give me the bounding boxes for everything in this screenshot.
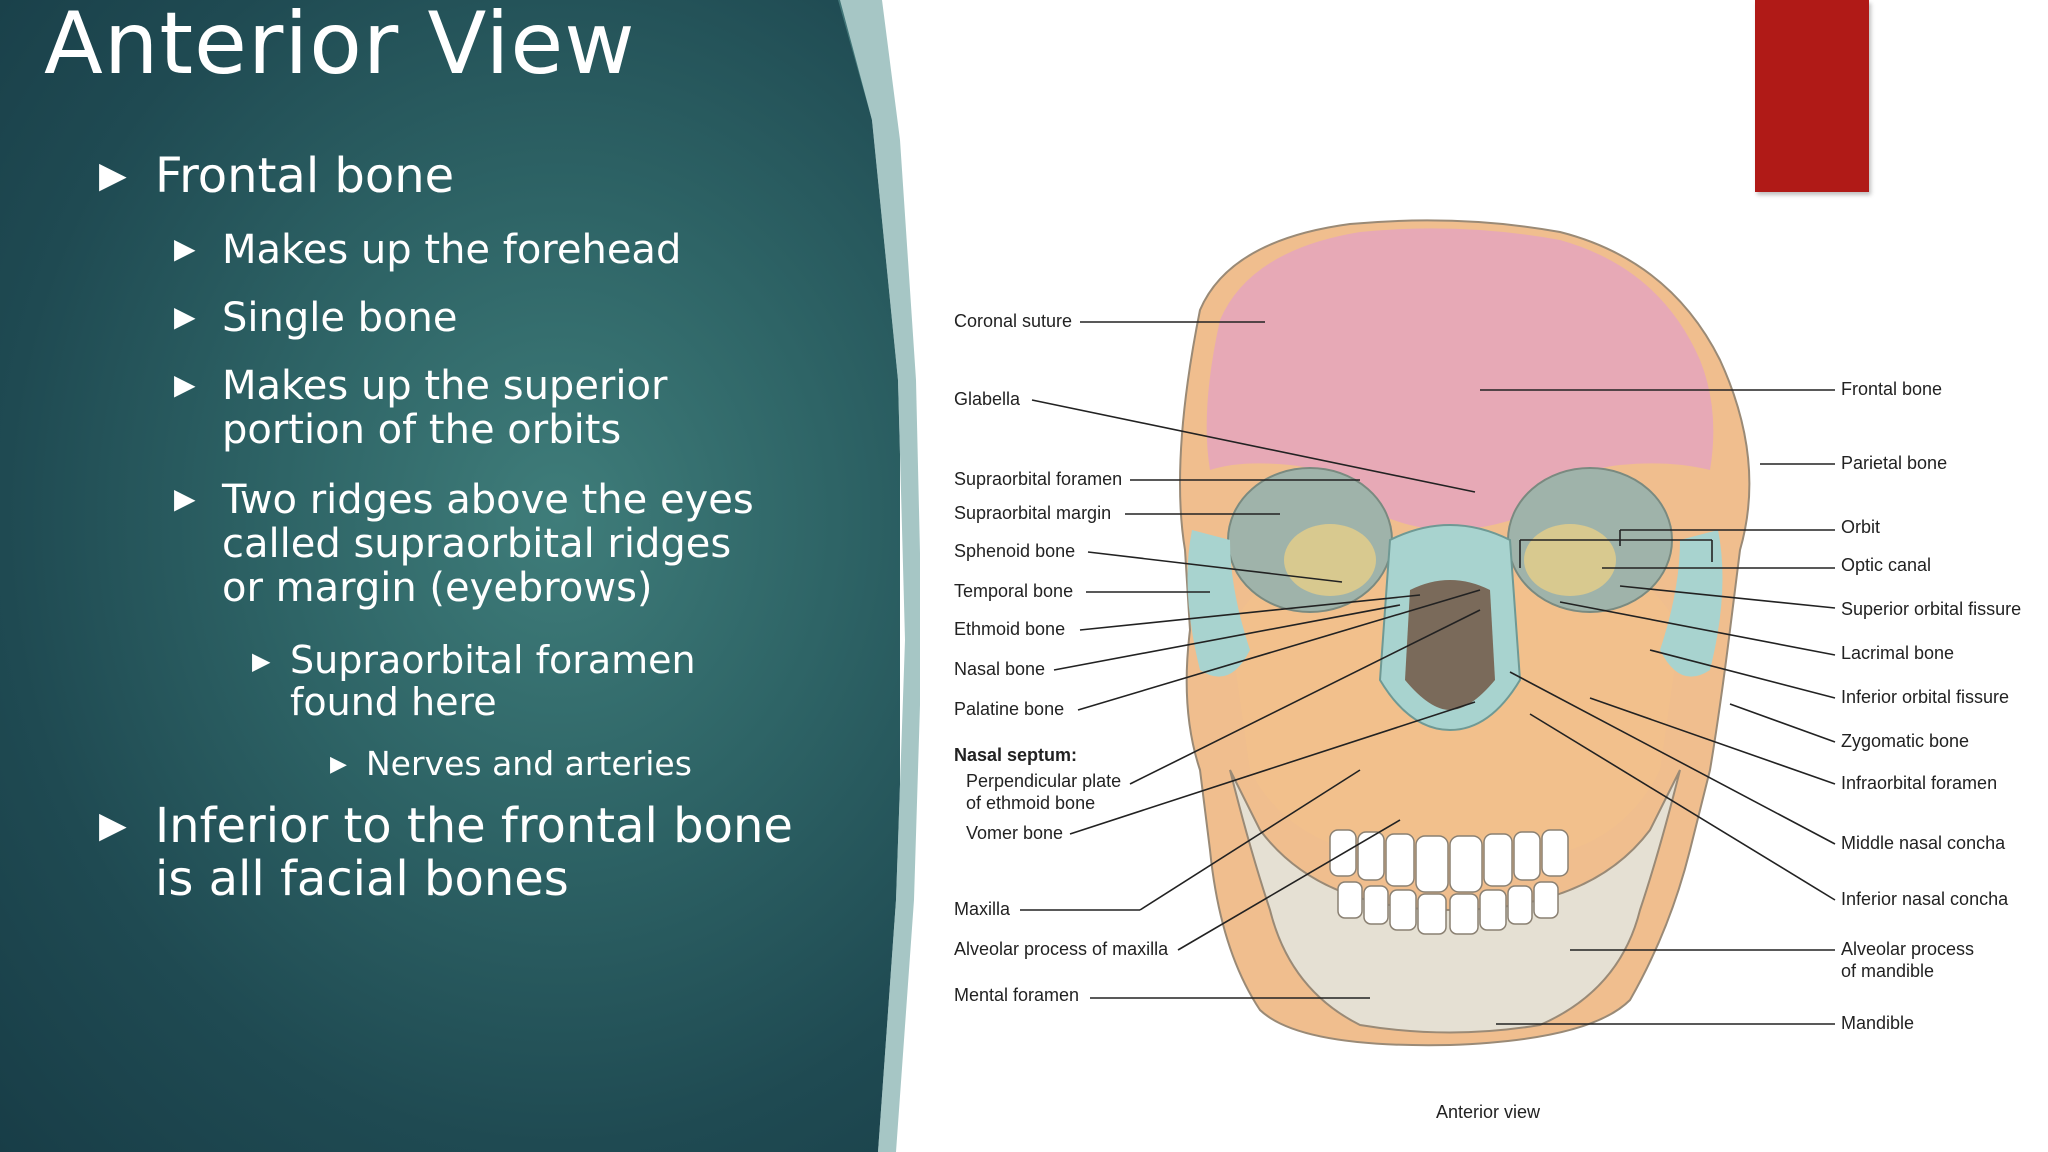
slide-title: Anterior View bbox=[44, 0, 636, 94]
bullet-text: Makes up the superior portion of the orb… bbox=[222, 363, 668, 453]
label-orbit: Orbit bbox=[1841, 517, 1881, 537]
right-zygomatic bbox=[1187, 530, 1250, 677]
figure-caption: Anterior view bbox=[1436, 1102, 1541, 1122]
teeth bbox=[1329, 829, 1569, 935]
label-nasal-septum: Nasal septum: bbox=[954, 745, 1078, 765]
leader-lines bbox=[1020, 321, 1836, 1025]
triangle-right-icon: ▶ bbox=[174, 482, 196, 515]
left-orbit-sphenoid bbox=[1524, 524, 1616, 596]
label-perpendicular-plate: Perpendicular plate bbox=[966, 771, 1122, 791]
bullet-nerves-arteries: ▶ Nerves and arteries bbox=[330, 744, 786, 783]
label-parietal-bone: Parietal bone bbox=[1841, 453, 1948, 473]
bullet-superior-orbits: ▶ Makes up the superior portion of the o… bbox=[174, 363, 692, 453]
label-inferior-nasal-concha: Inferior nasal concha bbox=[1841, 889, 2009, 909]
skull-illustration bbox=[1020, 219, 1836, 1047]
bullet-text: Two ridges above the eyes called supraor… bbox=[222, 477, 754, 611]
triangle-right-icon: ▶ bbox=[174, 232, 196, 265]
label-nasal-bone: Nasal bone bbox=[954, 659, 1046, 679]
label-middle-nasal-concha: Middle nasal concha bbox=[1841, 833, 2006, 853]
bullet-text: Frontal bone bbox=[155, 148, 455, 204]
triangle-right-icon: ▶ bbox=[174, 300, 196, 333]
accent-rectangle bbox=[1755, 0, 1869, 192]
label-palatine-bone: Palatine bone bbox=[954, 699, 1065, 719]
label-alveolar-process-mandible: Alveolar process bbox=[1841, 939, 1975, 959]
label-zygomatic-bone: Zygomatic bone bbox=[1841, 731, 1970, 751]
nasal-opening bbox=[1405, 580, 1495, 710]
label-supraorbital-margin: Supraorbital margin bbox=[954, 503, 1112, 523]
label-vomer-bone: Vomer bone bbox=[966, 823, 1064, 843]
right-orbit-sphenoid bbox=[1284, 524, 1376, 596]
triangle-right-icon: ▶ bbox=[330, 752, 347, 777]
label-superior-orbital-fissure: Superior orbital fissure bbox=[1841, 599, 2022, 619]
label-optic-canal: Optic canal bbox=[1841, 555, 1932, 575]
label-sphenoid-bone: Sphenoid bone bbox=[954, 541, 1076, 561]
bullet-text: Makes up the forehead bbox=[222, 227, 682, 273]
frontal-bone-region bbox=[1206, 228, 1714, 530]
label-temporal-bone: Temporal bone bbox=[954, 581, 1074, 601]
triangle-right-icon: ▶ bbox=[252, 647, 271, 675]
label-of-mandible: of mandible bbox=[1841, 961, 1935, 981]
bullet-single-bone: ▶ Single bone bbox=[174, 295, 782, 341]
label-inferior-orbital-fissure: Inferior orbital fissure bbox=[1841, 687, 2010, 707]
label-supraorbital-foramen: Supraorbital foramen bbox=[954, 469, 1123, 489]
label-ethmoid-bone: Ethmoid bone bbox=[954, 619, 1066, 639]
left-zygomatic bbox=[1660, 530, 1723, 677]
bullet-frontal-bone: ▶ Frontal bone bbox=[99, 148, 775, 204]
label-mandible: Mandible bbox=[1841, 1013, 1915, 1033]
triangle-right-icon: ▶ bbox=[99, 155, 127, 196]
label-glabella: Glabella bbox=[954, 389, 1021, 409]
label-of-ethmoid-bone: of ethmoid bone bbox=[966, 793, 1096, 813]
bullet-supraorbital-ridges: ▶ Two ridges above the eyes called supra… bbox=[174, 477, 782, 611]
title-panel-background bbox=[0, 0, 900, 1152]
bullet-text: Nerves and arteries bbox=[366, 744, 692, 783]
label-alveolar-process-maxilla: Alveolar process of maxilla bbox=[954, 939, 1169, 959]
triangle-right-icon: ▶ bbox=[174, 368, 196, 401]
skull-anterior-figure: Coronal suture Glabella Supraorbital for… bbox=[930, 210, 2048, 1152]
label-mental-foramen: Mental foramen bbox=[954, 985, 1080, 1005]
label-lacrimal-bone: Lacrimal bone bbox=[1841, 643, 1955, 663]
bullet-forehead: ▶ Makes up the forehead bbox=[174, 227, 782, 273]
label-coronal-suture: Coronal suture bbox=[954, 311, 1073, 331]
triangle-right-icon: ▶ bbox=[99, 805, 127, 846]
bullet-text: Inferior to the frontal bone is all faci… bbox=[155, 798, 793, 907]
label-frontal-bone: Frontal bone bbox=[1841, 379, 1943, 399]
label-maxilla: Maxilla bbox=[954, 899, 1011, 919]
bullet-text: Single bone bbox=[222, 295, 458, 341]
bullet-text: Supraorbital foramen found here bbox=[290, 638, 696, 724]
bullet-facial-bones: ▶ Inferior to the frontal bone is all fa… bbox=[99, 798, 795, 907]
label-infraorbital-foramen: Infraorbital foramen bbox=[1841, 773, 1998, 793]
bullet-supraorbital-foramen: ▶ Supraorbital foramen found here bbox=[252, 638, 790, 724]
